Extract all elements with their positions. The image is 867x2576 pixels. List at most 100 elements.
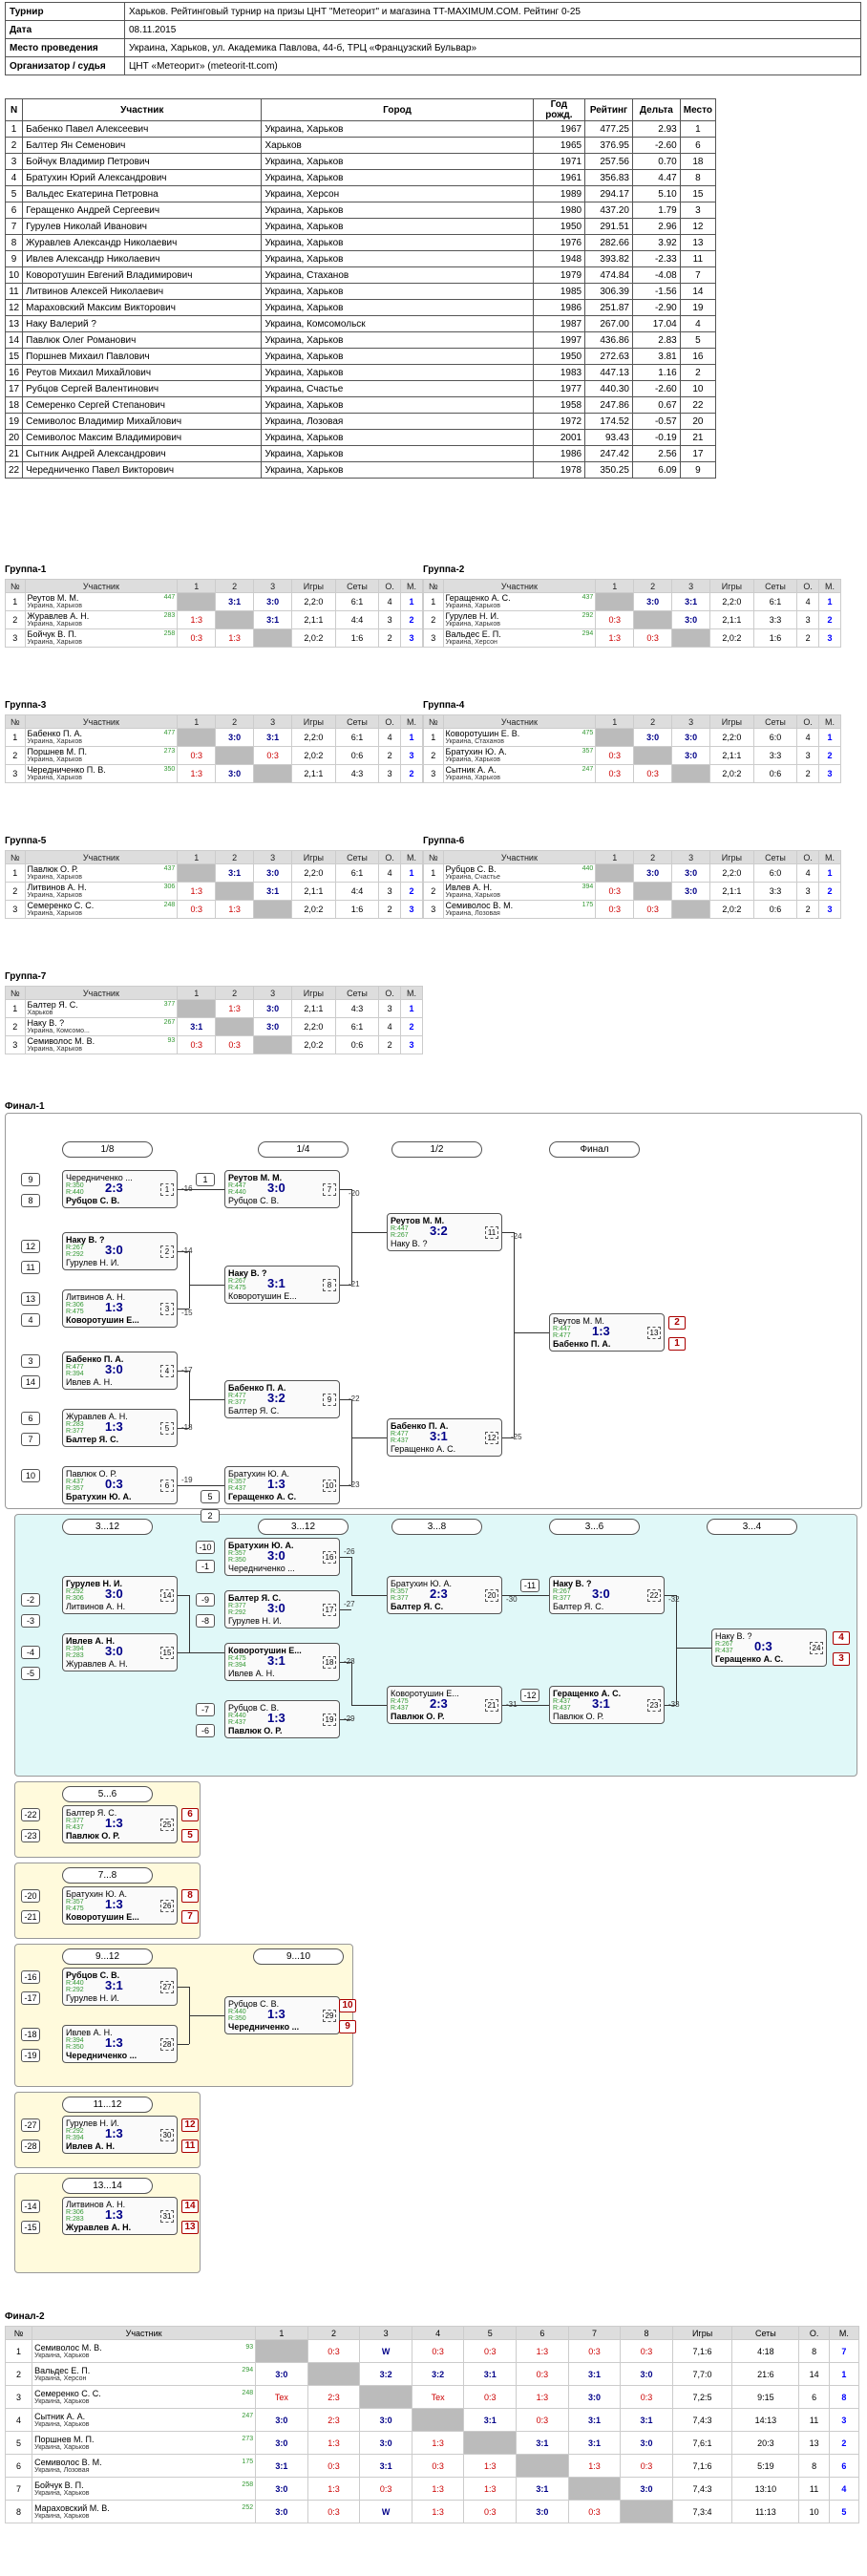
column-header: Сеты: [334, 986, 380, 1000]
match-rating-b: R:306: [66, 1595, 84, 1602]
match-player-b: Коворотушин Е...: [66, 1912, 139, 1922]
bracket-line: [351, 1662, 352, 1705]
player-cell: Украина, Счастье: [261, 380, 534, 397]
player-cell: 1987: [532, 315, 586, 332]
match-rating-a: R:267: [553, 1588, 571, 1595]
stat-cell: 4: [796, 863, 820, 883]
score-cell: [177, 999, 217, 1018]
match-rating-b: R:475: [66, 1309, 84, 1315]
stat-cell: 13: [798, 2431, 830, 2455]
bracket-line: [178, 1485, 224, 1486]
seed-label: -11: [520, 1579, 539, 1592]
stat-cell: 20:3: [731, 2431, 800, 2455]
loser-label: -30: [506, 1595, 518, 1604]
player-cell: Литвинов Алексей Николаевич: [22, 283, 263, 300]
match-player-b: Павлюк О. Р.: [391, 1712, 445, 1721]
bracket-line: [351, 1189, 352, 1232]
seed-label: -19: [21, 2049, 40, 2062]
stat-cell: 4: [378, 592, 402, 611]
player-cell: 20: [4, 429, 24, 446]
match-rating-a: R:437: [66, 1479, 84, 1485]
match-rating-b: R:283: [66, 1652, 84, 1659]
player-cell: 436.86: [584, 331, 633, 349]
match-player-a: Реутов М. М.: [228, 1173, 283, 1182]
player-city: Украина, Харьков: [445, 603, 500, 609]
seed-label: 3: [21, 1354, 40, 1368]
score-cell: [620, 2500, 673, 2523]
match-player-a: Чередниченко ...: [66, 1173, 133, 1182]
loser-label: -14: [181, 1246, 193, 1255]
player-rating: 93: [167, 1037, 176, 1044]
score-cell: W: [359, 2339, 412, 2363]
round-header: 9...12: [62, 1948, 153, 1965]
stat-cell: 7,7:0: [671, 2362, 733, 2386]
player-city: Украина, Харьков: [27, 775, 82, 781]
player-cell: 15: [679, 185, 717, 202]
player-cell: 18: [679, 153, 717, 170]
score-cell: 3:1: [620, 2408, 673, 2432]
player-name: Наку В. ?: [27, 1018, 65, 1028]
match-rating-b: R:292: [66, 1987, 84, 1993]
player-rating: 248: [163, 902, 176, 908]
match-rating-a: R:377: [66, 1818, 84, 1824]
score-cell: [595, 863, 635, 883]
match-score: 2:3: [105, 1181, 123, 1195]
loser-label: -19: [181, 1476, 193, 1484]
player-cell: 1986: [532, 445, 586, 462]
score-cell: [255, 2339, 308, 2363]
match-score: 3:0: [592, 1586, 610, 1601]
place-cell: 4: [828, 2477, 860, 2501]
score-cell: 3:1: [253, 728, 293, 747]
player-cell: 376.95: [584, 137, 633, 154]
player-city: Украина, Харьков: [445, 621, 500, 628]
player-cell: 17: [4, 380, 24, 397]
score-cell: 3:2: [411, 2362, 465, 2386]
seed-label: 4: [21, 1313, 40, 1327]
column-header: О.: [378, 850, 402, 864]
match-score: 1:3: [267, 1711, 285, 1725]
score-cell: 1:3: [411, 2477, 465, 2501]
score-cell: [633, 610, 673, 629]
bracket-line: [178, 1652, 189, 1653]
stat-cell: 0:6: [752, 900, 798, 919]
stat-cell: 8: [798, 2339, 830, 2363]
final2-pos: 2: [4, 2362, 33, 2386]
round-header: 9...10: [253, 1948, 344, 1965]
place-cell: 3: [818, 764, 841, 783]
player-city: Украина, Лозовая: [34, 2466, 90, 2474]
match-player-a: Балтер Я. С.: [66, 1808, 117, 1818]
stat-cell: 7,4:3: [671, 2408, 733, 2432]
match-number: 26: [160, 1900, 174, 1912]
player-name: Бойчук В. П.: [27, 629, 77, 639]
match-rating-a: R:394: [66, 2037, 84, 2044]
match-player-b: Журавлев А. Н.: [66, 1659, 128, 1669]
score-cell: 0:3: [633, 900, 673, 919]
seed-label: 2: [201, 1509, 220, 1522]
player-name: Балтер Я. С.: [27, 1000, 78, 1010]
bracket-line: [340, 1557, 351, 1558]
column-header: Участник: [22, 98, 263, 121]
stat-cell: 2: [378, 746, 402, 765]
match-rating-b: R:440: [228, 1189, 246, 1196]
player-name: Мараховский М. В.: [34, 2502, 110, 2513]
score-cell: 3:0: [255, 2362, 308, 2386]
